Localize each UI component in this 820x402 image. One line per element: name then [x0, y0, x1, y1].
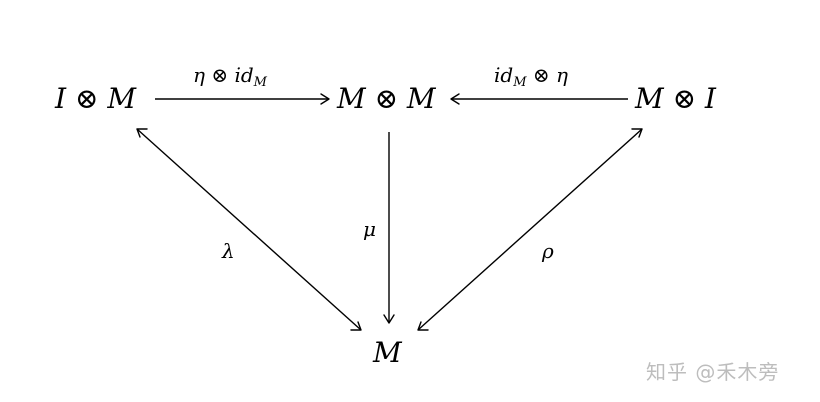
label-rho: ρ	[541, 239, 554, 263]
node-m: M	[372, 336, 403, 369]
label-eta-tensor-id: η ⊗ idM	[193, 63, 268, 90]
label-id-tensor-eta: idM ⊗ η	[494, 63, 568, 90]
edge-lambda	[136, 128, 362, 331]
edge-id-tensor-eta	[450, 93, 628, 105]
label-mu: μ	[363, 217, 376, 241]
node-m-tensor-i: M ⊗ I	[634, 82, 717, 115]
edge-mu	[383, 132, 395, 324]
edge-rho	[417, 128, 643, 331]
watermark: 知乎 @禾木旁	[646, 360, 780, 384]
label-lambda: λ	[221, 239, 235, 263]
node-i-tensor-m: I ⊗ M	[54, 82, 137, 115]
node-m-tensor-m: M ⊗ M	[336, 82, 437, 115]
edge-eta-tensor-id	[155, 93, 330, 105]
